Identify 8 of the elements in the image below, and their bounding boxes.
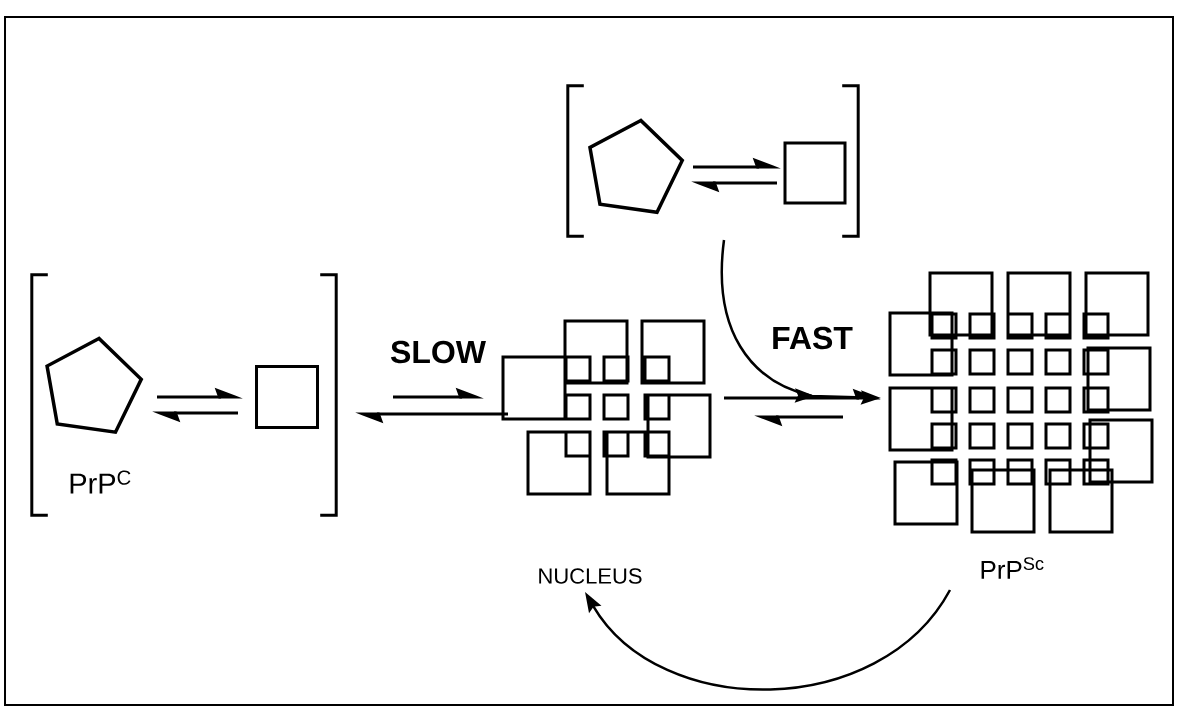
edge-label: SLOW [388,338,488,366]
square-shape [783,141,847,205]
node-caption: NUCLEUS [539,568,642,584]
square-shape [255,365,319,429]
arrow [585,589,952,691]
edge-label: FAST [769,324,855,352]
node-caption: PrP$^{Sc}$ [981,557,1044,579]
node-caption: PrP$^{C}$ [70,470,131,494]
